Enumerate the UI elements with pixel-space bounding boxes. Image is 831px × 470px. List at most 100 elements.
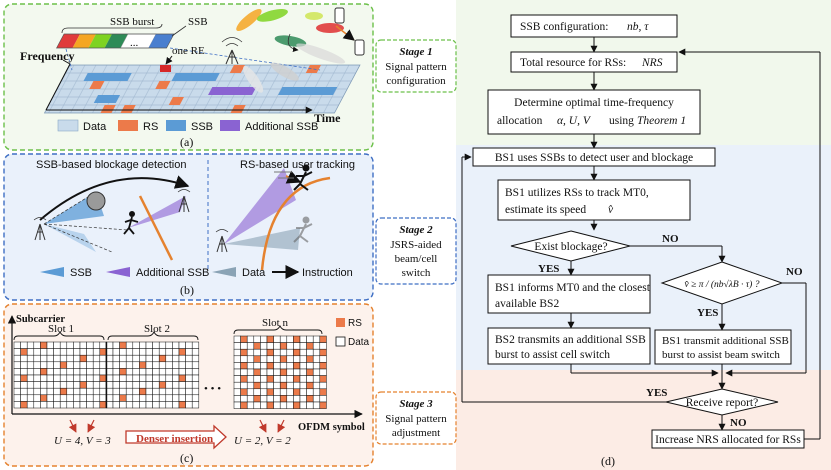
data-cell (299, 335, 307, 343)
data-cell (312, 368, 321, 376)
data-cell (26, 374, 35, 382)
rs-cell (99, 401, 107, 409)
stage2-line3: switch (402, 267, 431, 279)
data-cell (293, 395, 301, 403)
data-cell (59, 354, 68, 363)
data-cell (139, 394, 147, 402)
box-ssb-config-math: nb, τ (627, 21, 649, 33)
rs-cell (306, 368, 314, 376)
data-cell (172, 374, 180, 382)
data-cell (273, 335, 281, 343)
data-cell (132, 354, 140, 363)
data-cell (132, 348, 140, 356)
data-cell (26, 401, 35, 409)
data-cell (246, 368, 255, 376)
data-cell (152, 348, 160, 356)
data-cell (26, 354, 35, 363)
data-cell (13, 361, 21, 369)
data-cell (13, 394, 21, 402)
data-cell (139, 374, 147, 382)
data-cell (158, 361, 167, 369)
label-yes-report: YES (646, 387, 667, 399)
data-cell (59, 374, 68, 382)
denser-insertion-arrow (125, 424, 227, 450)
data-cell (125, 381, 134, 389)
data-cell (145, 341, 153, 349)
data-cell (319, 381, 327, 390)
data-cell (191, 354, 200, 363)
data-cell (279, 348, 288, 357)
data-cell (13, 348, 21, 356)
box-total-resource-text: Total resource for RSs: (520, 57, 626, 69)
data-cell (246, 401, 255, 409)
rs-cell (293, 348, 301, 357)
data-cell (273, 342, 281, 350)
data-cell (233, 368, 241, 376)
data-cell (253, 335, 261, 343)
rs-cell (240, 401, 248, 409)
data-cell (46, 387, 54, 396)
data-cell (246, 335, 255, 343)
rs-cell (279, 355, 288, 363)
rs-cell (293, 362, 301, 370)
data-cell (125, 387, 134, 396)
stage3-line1: Signal pattern (385, 413, 447, 425)
data-cell (312, 388, 321, 396)
legend-c-rs: RS (348, 318, 362, 329)
data-cell (40, 348, 48, 356)
data-cell (139, 401, 147, 409)
data-cell (86, 381, 94, 389)
data-cell (293, 342, 301, 350)
data-cell (191, 381, 200, 389)
data-cell (139, 354, 147, 363)
data-cell (312, 348, 321, 357)
data-cell (26, 394, 35, 402)
rs-cell (293, 401, 301, 409)
rs-cell (319, 388, 327, 396)
box-determine-ref: Theorem 1 (637, 115, 686, 127)
data-cell (79, 348, 87, 356)
data-cell (233, 335, 241, 343)
data-cell (158, 374, 167, 382)
data-cell (125, 401, 134, 409)
rs-cell (253, 355, 261, 363)
data-cell (112, 368, 120, 376)
data-cell (233, 381, 241, 390)
data-cell (132, 394, 140, 402)
slot-grid-left (13, 341, 200, 409)
rs-cell (253, 395, 261, 403)
data-cell (125, 374, 134, 382)
data-cell (178, 394, 186, 402)
data-cell (59, 401, 68, 409)
data-cell (145, 348, 153, 356)
data-cell (152, 401, 160, 409)
box-bs2-transmit (487, 327, 651, 365)
stage3-label: Stage 3 Signal pattern adjustment (375, 391, 457, 445)
data-cell (240, 395, 248, 403)
data-cell (191, 401, 200, 409)
data-cell (279, 335, 288, 343)
slot1-label: Slot 1 (48, 323, 74, 335)
rs-cell (319, 401, 327, 409)
data-cell (92, 381, 101, 389)
data-cell (253, 375, 261, 383)
data-cell (20, 387, 28, 396)
data-cell (86, 374, 94, 382)
data-cell (260, 335, 268, 343)
data-cell (158, 368, 167, 376)
data-cell (53, 387, 61, 396)
data-cell (20, 341, 28, 349)
data-cell (13, 387, 21, 396)
data-cell (119, 387, 127, 396)
data-cell (266, 355, 274, 363)
data-cell (99, 361, 107, 369)
box-bs2-l1: BS2 transmits an additional SSB (495, 334, 646, 346)
data-cell (253, 362, 261, 370)
data-cell (246, 348, 255, 357)
data-cell (125, 394, 134, 402)
data-cell (33, 387, 41, 396)
rs-cell (266, 335, 274, 343)
data-cell (260, 381, 268, 390)
data-cell (240, 368, 248, 376)
data-cell (286, 342, 294, 350)
